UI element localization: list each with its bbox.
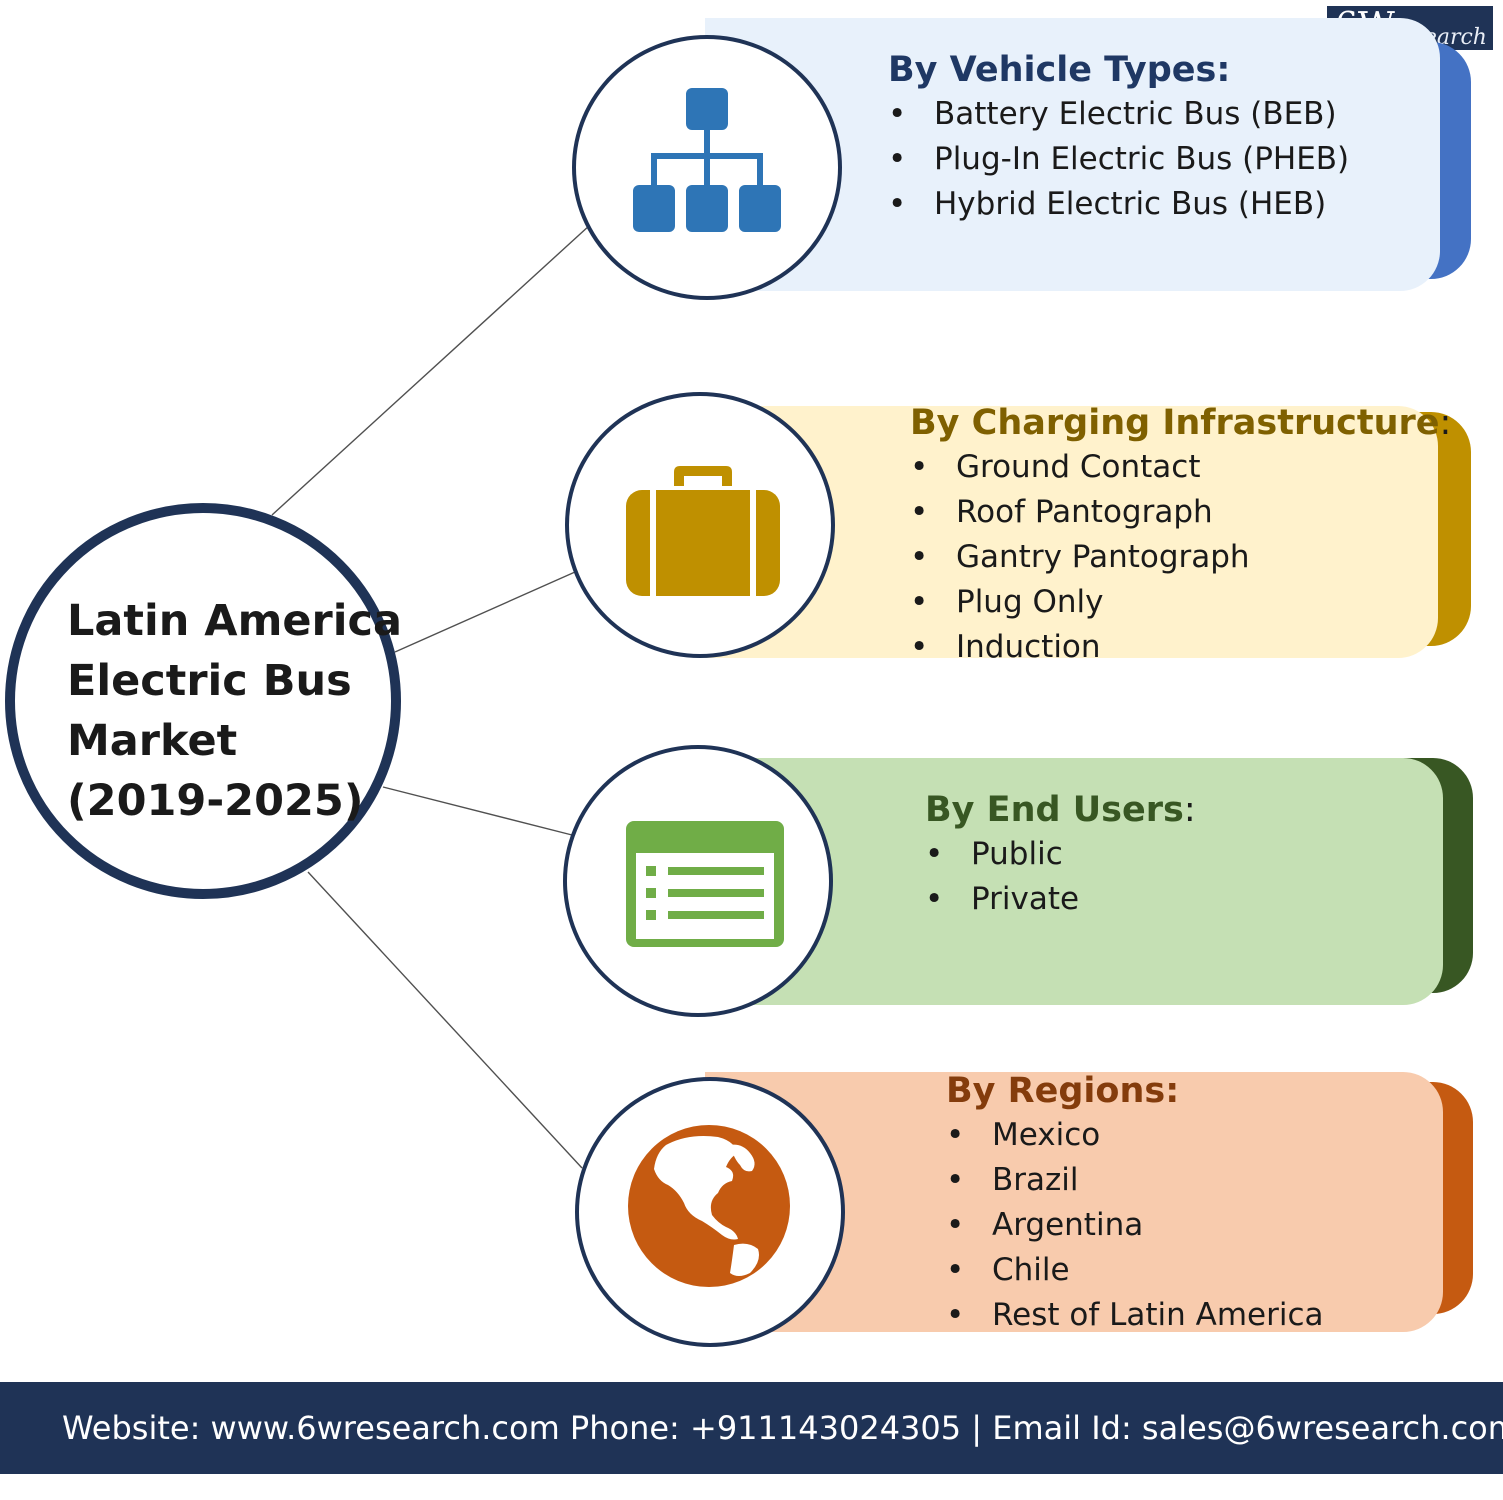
connector-line-4: [307, 871, 583, 1169]
briefcase-icon: [626, 466, 780, 596]
list-item: • Gantry Pantograph: [910, 535, 1451, 580]
footer-contact-text: Website: www.6wresearch.com Phone: +9111…: [62, 1409, 1503, 1447]
bullet: •: [910, 539, 929, 575]
list-item-label: Induction: [956, 629, 1101, 665]
list-item-label: Argentina: [992, 1207, 1144, 1243]
vehicle-types-title-text: By Vehicle Types: [888, 50, 1217, 90]
vehicle-types-list: • Battery Electric Bus (BEB) • Plug-In Ele…: [888, 92, 1349, 227]
end-users-list: • Public • Private: [925, 832, 1196, 922]
bullet: •: [910, 494, 929, 530]
vehicle-types-title-colon: :: [1216, 50, 1231, 90]
charging-title-text: By Charging Infrastructure: [910, 403, 1440, 443]
list-item-label: Plug-In Electric Bus (PHEB): [934, 141, 1350, 177]
list-item-label: Mexico: [992, 1117, 1101, 1153]
list-item-label: Battery Electric Bus (BEB): [934, 96, 1337, 132]
list-icon: [626, 821, 784, 947]
bullet: •: [946, 1252, 965, 1288]
regions-icon-circle: [575, 1077, 845, 1347]
charging-title: By Charging Infrastructure:: [910, 401, 1451, 445]
list-item: • Rest of Latin America: [946, 1293, 1324, 1338]
list-item: • Induction: [910, 625, 1451, 670]
list-item: • Plug Only: [910, 580, 1451, 625]
bullet: •: [925, 881, 944, 917]
list-item: • Hybrid Electric Bus (HEB): [888, 182, 1349, 227]
list-item: • Plug-In Electric Bus (PHEB): [888, 137, 1349, 182]
bullet: •: [888, 96, 907, 132]
connector-line-3: [382, 786, 573, 836]
main-title-line: Latin America: [67, 596, 402, 646]
bullet: •: [910, 629, 929, 665]
list-item-label: Rest of Latin America: [992, 1297, 1324, 1333]
bullet: •: [888, 186, 907, 222]
main-title-line: Electric Bus: [67, 656, 352, 706]
vehicle-types-content: By Vehicle Types: • Battery Electric Bus …: [888, 48, 1349, 227]
list-item-label: Public: [971, 836, 1063, 872]
vehicle-types-icon-circle: [572, 35, 842, 300]
list-item-label: Gantry Pantograph: [956, 539, 1250, 575]
end-users-title-colon: :: [1183, 790, 1196, 830]
list-item-label: Chile: [992, 1252, 1070, 1288]
end-users-icon-circle: [563, 745, 833, 1017]
bullet: •: [910, 449, 929, 485]
list-item-label: Brazil: [992, 1162, 1079, 1198]
list-item: • Brazil: [946, 1158, 1324, 1203]
list-item-label: Roof Pantograph: [956, 494, 1213, 530]
list-item: • Roof Pantograph: [910, 490, 1451, 535]
footer-bar: Website: www.6wresearch.com Phone: +9111…: [0, 1382, 1503, 1474]
regions-content: By Regions: • Mexico • Brazil • Argentina •…: [946, 1069, 1324, 1338]
list-item: • Private: [925, 877, 1196, 922]
bullet: •: [946, 1162, 965, 1198]
end-users-content: By End Users: • Public • Private: [925, 788, 1196, 922]
charging-list: • Ground Contact • Roof Pantograph • Gantry…: [910, 445, 1451, 670]
connector-line-2: [394, 571, 576, 653]
list-item-label: Plug Only: [956, 584, 1104, 620]
regions-title: By Regions:: [946, 1069, 1324, 1113]
list-item-label: Hybrid Electric Bus (HEB): [934, 186, 1327, 222]
main-title: Latin America Electric Bus Market (2019-…: [67, 591, 402, 831]
connector-line-1: [271, 224, 591, 516]
list-item: • Battery Electric Bus (BEB): [888, 92, 1349, 137]
hierarchy-icon: [633, 88, 781, 232]
bullet: •: [946, 1297, 965, 1333]
list-item-label: Private: [971, 881, 1080, 917]
globe-icon: [628, 1125, 790, 1287]
list-item-label: Ground Contact: [956, 449, 1201, 485]
bullet: •: [946, 1117, 965, 1153]
vehicle-types-title: By Vehicle Types:: [888, 48, 1349, 92]
charging-icon-circle: [565, 392, 835, 658]
charging-content: By Charging Infrastructure: • Ground Cont…: [910, 401, 1451, 670]
bullet: •: [910, 584, 929, 620]
end-users-title: By End Users:: [925, 788, 1196, 832]
list-item: • Mexico: [946, 1113, 1324, 1158]
list-item: • Public: [925, 832, 1196, 877]
list-item: • Chile: [946, 1248, 1324, 1293]
charging-title-colon: :: [1439, 403, 1452, 443]
bullet: •: [946, 1207, 965, 1243]
end-users-title-text: By End Users: [925, 790, 1184, 830]
main-title-line: (2019-2025): [67, 776, 364, 826]
regions-title-text: By Regions: [946, 1071, 1166, 1111]
list-item: • Argentina: [946, 1203, 1324, 1248]
bullet: •: [925, 836, 944, 872]
main-topic-circle: Latin America Electric Bus Market (2019-…: [5, 503, 402, 899]
regions-title-colon: :: [1165, 1071, 1180, 1111]
bullet: •: [888, 141, 907, 177]
regions-list: • Mexico • Brazil • Argentina • Chile • Rest …: [946, 1113, 1324, 1338]
main-title-line: Market: [67, 716, 238, 766]
list-item: • Ground Contact: [910, 445, 1451, 490]
